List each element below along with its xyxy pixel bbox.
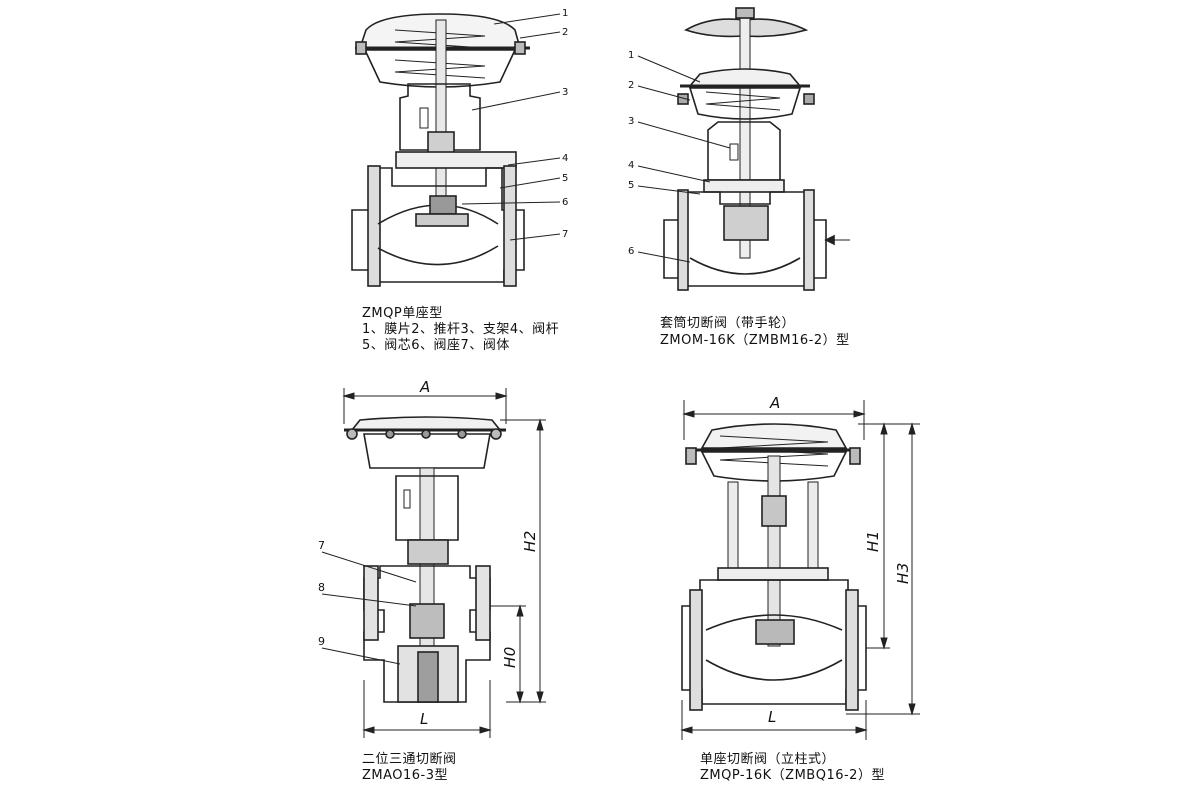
fig1-caption-parts-2: 5、阀芯6、阀座7、阀体 xyxy=(362,338,510,353)
fig3-dim-l: L xyxy=(420,710,429,728)
fig1-callout-6: 6 xyxy=(562,197,569,208)
fig2-caption-model: ZMOM-16K（ZMBM16-2）型 xyxy=(660,333,850,348)
fig1-callout-5: 5 xyxy=(562,173,569,184)
fig3-caption-model: ZMAO16-3型 xyxy=(362,768,449,783)
fig3-callout-8: 8 xyxy=(318,581,326,594)
fig2-caption-title: 套筒切断阀（带手轮） xyxy=(660,316,796,331)
fig3-caption-title: 二位三通切断阀 xyxy=(362,752,457,767)
fig1-callout-7: 7 xyxy=(562,229,569,240)
fig3-callout-7: 7 xyxy=(318,539,326,552)
fig4-dim-h1: H1 xyxy=(864,530,882,552)
fig1-valve-drawing xyxy=(351,13,561,287)
fig2-valve-drawing xyxy=(637,7,850,291)
fig1-callout-2: 2 xyxy=(562,27,569,38)
fig4-dim-h3: H3 xyxy=(894,562,912,584)
fig1-callout-3: 3 xyxy=(562,87,569,98)
fig4-caption-model: ZMQP-16K（ZMBQ16-2）型 xyxy=(700,768,885,783)
fig3-dim-h2: H2 xyxy=(521,530,539,552)
fig4-dim-a: A xyxy=(770,394,781,412)
fig2-callout-6: 6 xyxy=(628,246,635,257)
fig2-callout-2: 2 xyxy=(628,80,635,91)
fig2-callout-1: 1 xyxy=(628,50,635,61)
fig1-callout-4: 4 xyxy=(562,153,569,164)
fig1-caption-title: ZMQP单座型 xyxy=(362,306,443,321)
fig3-dim-a: A xyxy=(420,378,431,396)
fig1-callout-1: 1 xyxy=(562,8,569,19)
fig4-valve-drawing xyxy=(680,400,920,740)
fig1-caption-parts-1: 1、膜片2、推杆3、支架4、阀杆 xyxy=(362,322,560,337)
fig3-callout-9: 9 xyxy=(318,635,326,648)
fig3-valve-drawing xyxy=(321,388,546,738)
fig4-dim-l: L xyxy=(768,708,777,726)
fig3-dim-h0: H0 xyxy=(501,646,519,668)
fig4-caption-title: 单座切断阀（立柱式） xyxy=(700,752,836,767)
fig2-callout-4: 4 xyxy=(628,160,635,171)
fig2-callout-5: 5 xyxy=(628,180,635,191)
fig2-callout-3: 3 xyxy=(628,116,635,127)
